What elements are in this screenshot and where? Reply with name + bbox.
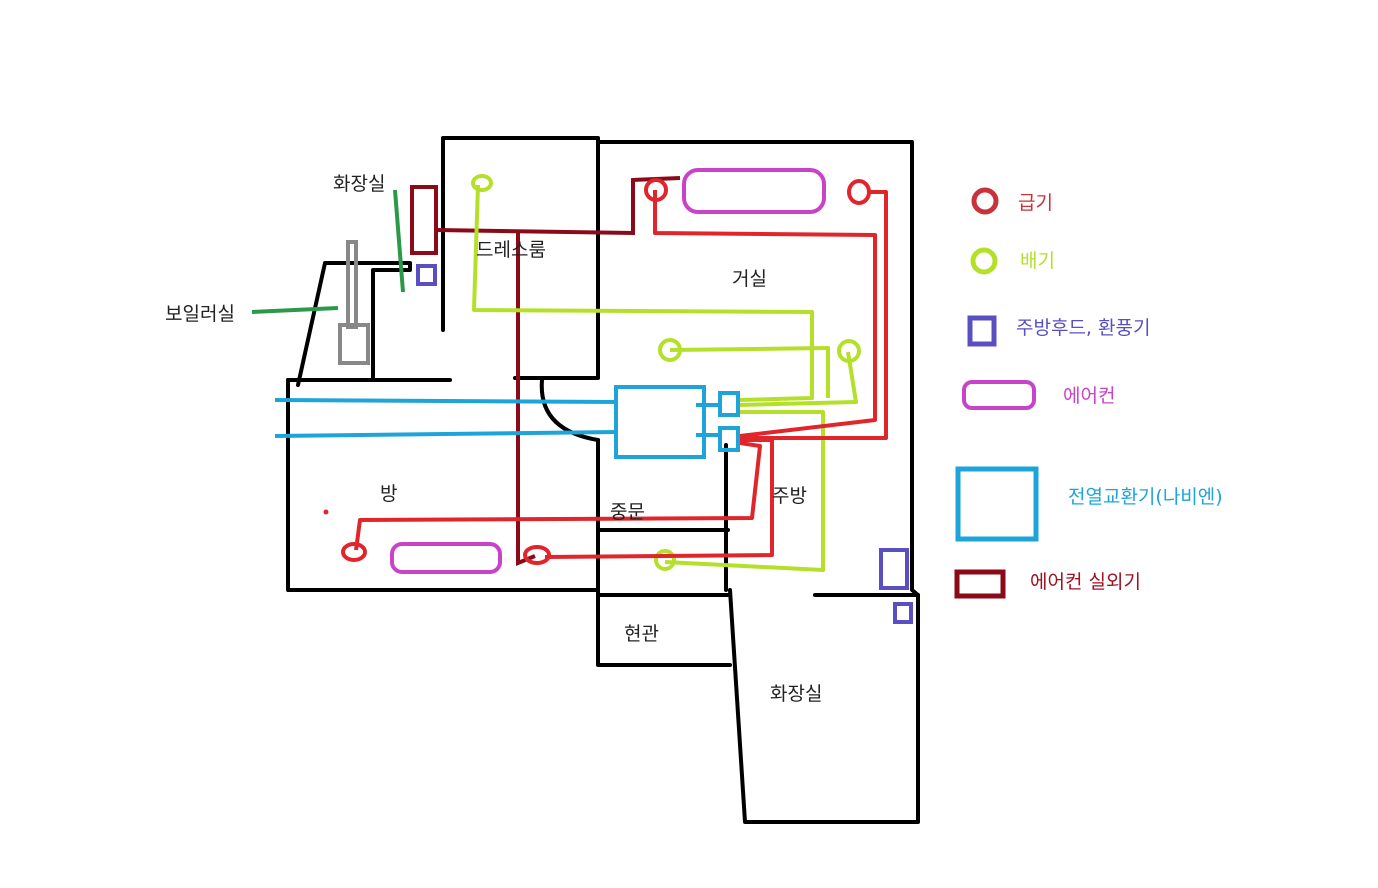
room-label-living: 거실 — [732, 268, 767, 290]
legend-ac: 에어컨 — [1063, 385, 1115, 407]
boiler-pointer — [251, 306, 339, 314]
kitchen-hood — [879, 548, 909, 590]
ac-outdoor-unit — [410, 185, 438, 255]
outdoor-unit-legend-icon — [954, 569, 1006, 599]
room-label-kitchen: 주방 — [772, 485, 807, 507]
legend-ac-outdoor: 에어컨 실외기 — [1030, 571, 1141, 593]
room-label-bedroom: 방 — [380, 483, 397, 505]
legend-hood-fan: 주방후드, 환풍기 — [1016, 317, 1150, 339]
bathroom-pointer — [393, 189, 405, 293]
legend-supply: 급기 — [1018, 192, 1053, 214]
fan-bathroom-top — [416, 264, 437, 286]
exhaust-legend-icon — [970, 247, 998, 275]
room-label-boiler: 보일러실 — [165, 303, 235, 325]
ac-legend-icon — [962, 380, 1036, 410]
room-label-dressroom: 드레스룸 — [476, 239, 546, 261]
walls — [286, 136, 920, 824]
fan-bathroom-bottom — [893, 602, 913, 624]
legend-erv: 전열교환기(나비엔) — [1068, 486, 1223, 508]
room-label-bathroom-top: 화장실 — [333, 173, 385, 195]
ac-living-room — [682, 168, 826, 214]
room-label-entrance: 현관 — [624, 623, 659, 645]
supply-ducts — [341, 178, 888, 565]
ac-bedroom — [390, 542, 502, 574]
boiler — [338, 323, 370, 365]
boiler-pipe — [346, 240, 358, 329]
dot — [323, 509, 329, 515]
heat-exchanger — [274, 385, 740, 459]
hood-legend-icon — [967, 315, 997, 347]
room-label-middle-door: 중문 — [610, 501, 645, 523]
room-label-bathroom-bottom: 화장실 — [770, 683, 822, 705]
exhaust-ducts — [471, 174, 861, 572]
legend: 급기 배기 주방후드, 환풍기 에어컨 전열교환기(나비엔) 에어컨 실외기 — [954, 187, 1223, 599]
supply-legend-icon — [971, 187, 999, 215]
legend-exhaust: 배기 — [1020, 250, 1055, 272]
erv-legend-icon — [955, 466, 1039, 542]
